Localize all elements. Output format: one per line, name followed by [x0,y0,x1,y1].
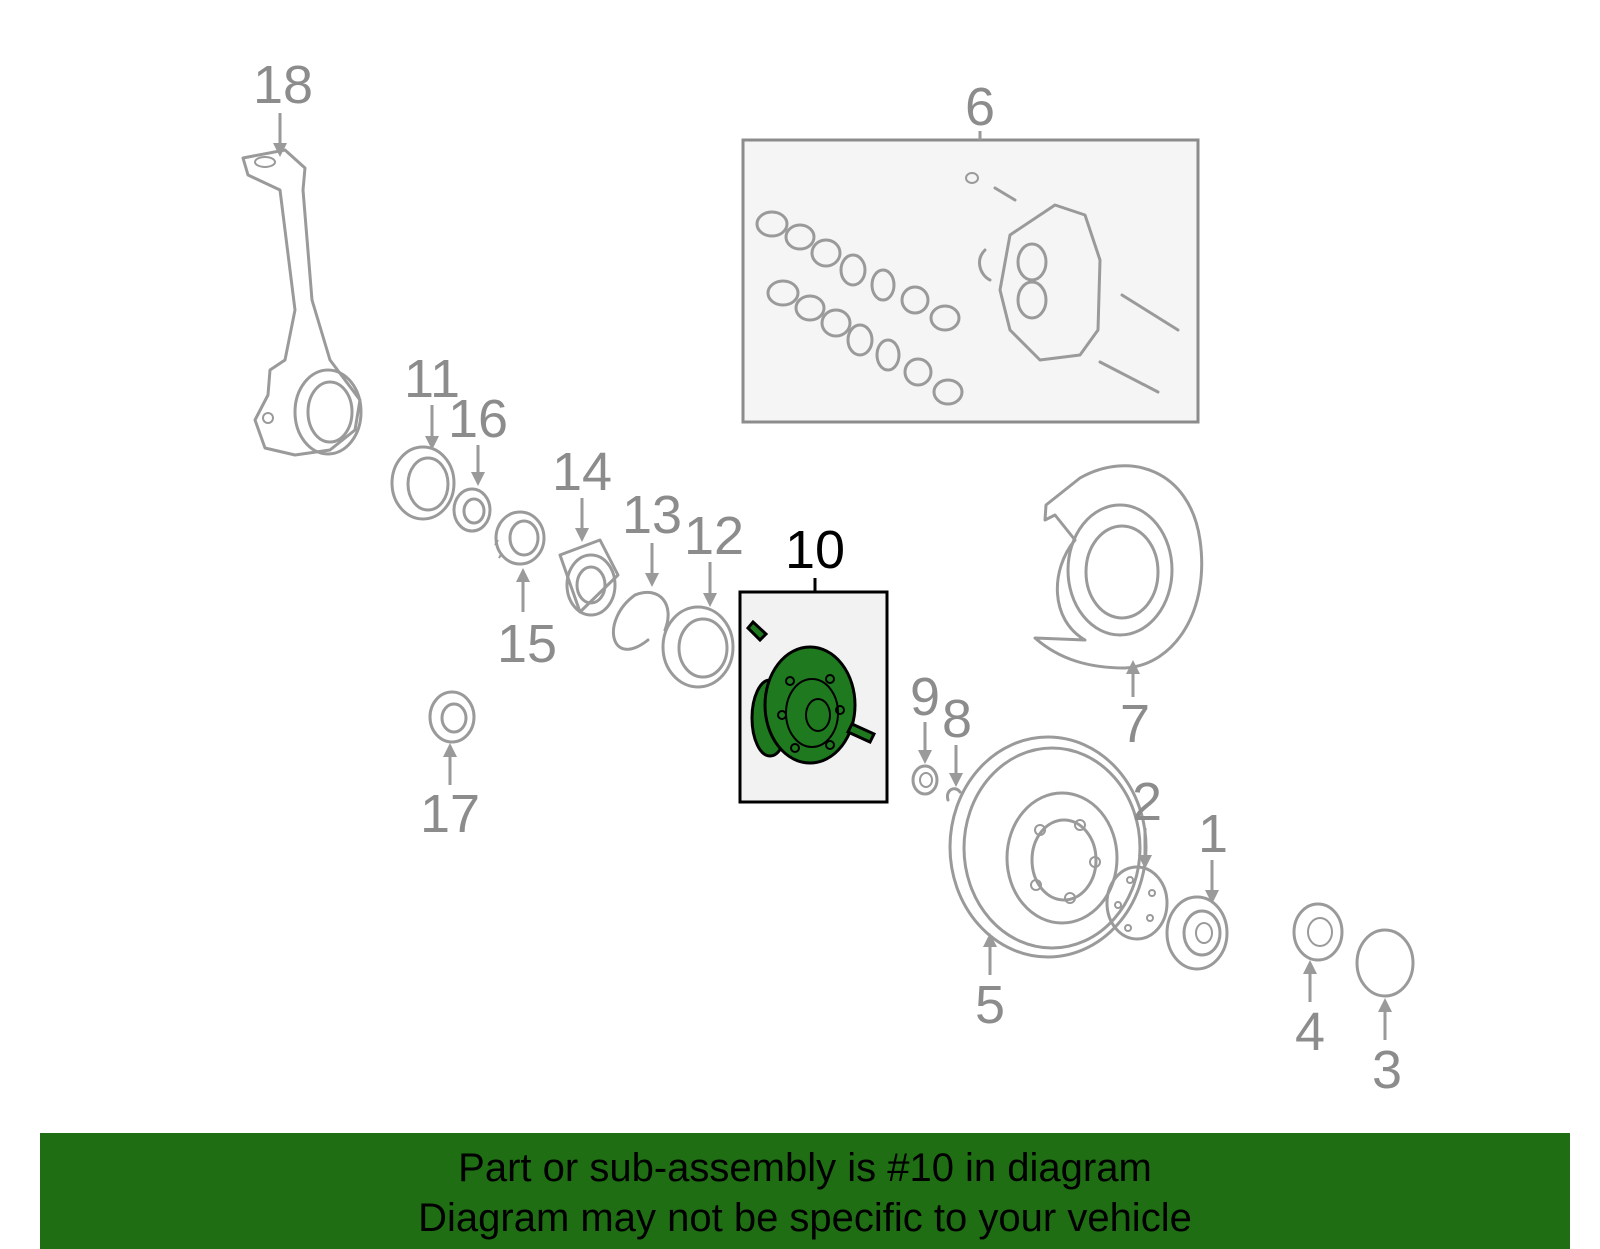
callout-18[interactable]: 18 [253,55,313,115]
callout-12[interactable]: 12 [684,506,744,566]
callout-9[interactable]: 9 [910,667,940,727]
info-banner: Part or sub-assembly is #10 in diagram D… [40,1133,1570,1249]
callout-2[interactable]: 2 [1132,772,1162,832]
part-18-steering-knuckle[interactable] [241,148,363,457]
part-12-seal[interactable] [661,605,735,689]
part-4-lock-washer[interactable] [1292,902,1344,962]
part-13-snap-ring[interactable] [611,591,670,651]
callout-11[interactable]: 11 [404,349,460,409]
banner-line-1: Part or sub-assembly is #10 in diagram [458,1146,1152,1190]
part-11-seal[interactable] [390,445,456,521]
parts-diagram: 18 11 16 15 14 13 12 [241,55,1415,1100]
callout-16[interactable]: 16 [448,389,508,449]
callout-14[interactable]: 14 [552,442,612,502]
callout-3[interactable]: 3 [1372,1040,1402,1100]
banner-line-2: Diagram may not be specific to your vehi… [418,1196,1192,1240]
callout-8[interactable]: 8 [942,689,972,749]
part-15-sensor-ring[interactable] [494,510,546,566]
callout-6[interactable]: 6 [965,77,995,137]
part-2-gasket[interactable] [1105,865,1169,941]
callout-7[interactable]: 7 [1120,694,1150,754]
part-5-brake-rotor[interactable] [948,735,1148,959]
callout-4[interactable]: 4 [1295,1002,1325,1062]
callout-5[interactable]: 5 [975,975,1005,1035]
part-9-nut[interactable] [911,764,939,796]
callout-1[interactable]: 1 [1198,804,1228,864]
part-16-seal[interactable] [452,487,492,533]
part-14-bearing[interactable] [558,538,620,617]
callout-17[interactable]: 17 [420,784,480,844]
callout-13[interactable]: 13 [622,485,682,545]
part-1-flange[interactable] [1165,895,1229,971]
part-7-dust-shield[interactable] [1033,464,1204,670]
part-10-hub-assembly[interactable] [745,619,877,765]
callout-15[interactable]: 15 [497,614,557,674]
callout-10[interactable]: 10 [785,520,845,580]
part-17-seal[interactable] [428,690,476,744]
part-6-caliper-kit[interactable] [755,172,1180,406]
part-8-clip[interactable] [945,787,962,802]
part-3-o-ring[interactable] [1355,928,1415,998]
